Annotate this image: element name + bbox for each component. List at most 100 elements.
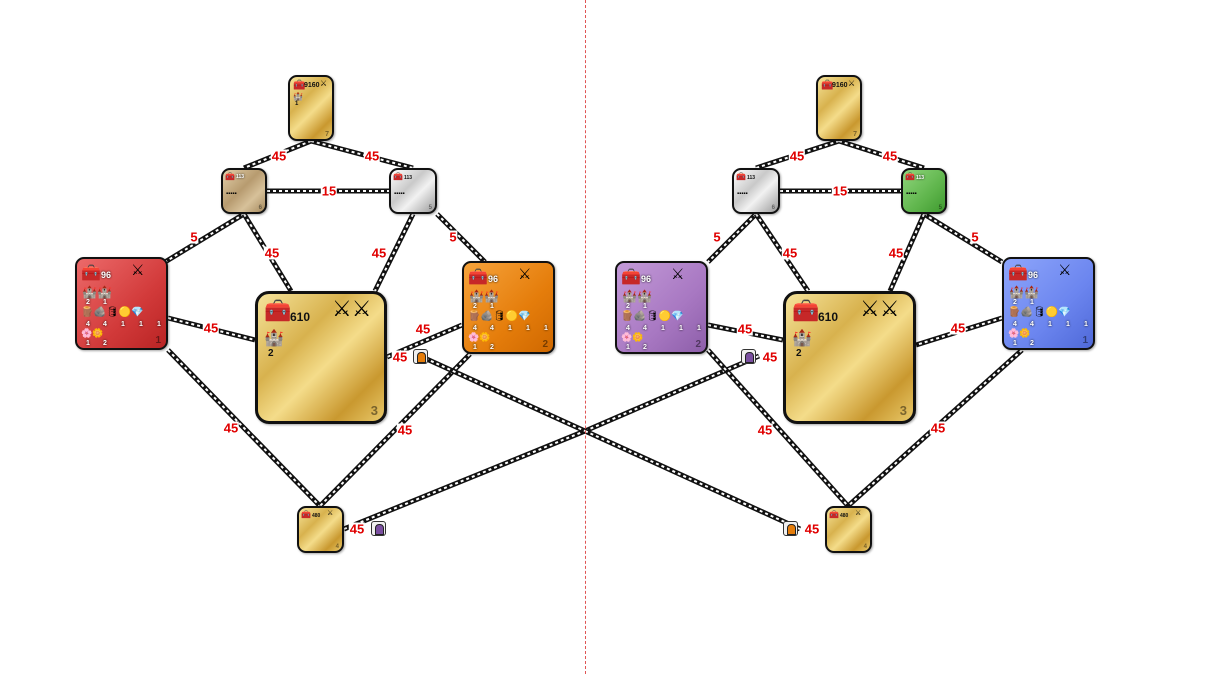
edge-cost-label: 5 (970, 229, 980, 245)
territory-bottom-right[interactable]: 🧰 480 ⚔ 4 (825, 506, 872, 553)
resource-count: 4 (490, 325, 494, 332)
castle-icon: 🏰 (293, 92, 303, 101)
edge-cost-label: 45 (391, 349, 409, 365)
resource-count: 1 (526, 325, 530, 332)
resource-count: 1 (121, 321, 125, 328)
resource-count: 4 (103, 321, 107, 328)
gold-value: 113 (747, 175, 756, 181)
territory-bottom-left[interactable]: 🧰 480 ⚔ 4 (297, 506, 344, 553)
gold-value: 610 (290, 310, 311, 324)
castle-icon: 🏰🏰 (1009, 285, 1039, 299)
territory-top-right[interactable]: 🧰 9160 ⚔ 7 (816, 75, 862, 141)
gold-value: 96 (101, 270, 112, 280)
resource-row-icon: ▪▪▪▪▪ (394, 191, 405, 197)
road (163, 211, 246, 265)
treasure-chest-icon: 🧰 (81, 265, 101, 282)
resource-count: 1 (661, 325, 665, 332)
edge-cost-label: 45 (363, 148, 381, 164)
road (584, 353, 760, 434)
swords-icon: ⚔ (518, 266, 532, 283)
resource-count: 4 (1030, 321, 1034, 328)
territory-number: 4 (335, 544, 339, 550)
treasure-chest-icon: 🧰 (792, 298, 820, 323)
territory-silver-left[interactable]: 🧰 113 ▪▪▪▪▪ 5 (389, 168, 437, 214)
edge-cost-label: 45 (370, 245, 388, 261)
treasure-chest-icon: 🧰 (621, 269, 641, 286)
resource-count: 1 (679, 325, 683, 332)
swords-icon: ⚔ (671, 266, 685, 283)
road-dash (838, 140, 925, 169)
territory-blue-player[interactable]: 🧰 96 ⚔ 🏰🏰 2 1 🪵🪨🛢🟡💎 4 4 1 1 1 🌸🌼 1 2 1 (1002, 257, 1095, 350)
portal-purple-icon[interactable] (371, 521, 386, 536)
portal-orange-icon[interactable] (783, 521, 798, 536)
swords-icon: ⚔⚔ (860, 296, 900, 321)
castle-count: 1 (643, 303, 647, 310)
treasure-chest-icon: 🧰 (301, 510, 311, 519)
treasure-chest-icon: 🧰 (736, 172, 746, 181)
territory-center-left[interactable]: 🧰 610 ⚔⚔ 🏰 2 3 (255, 291, 387, 424)
territory-tan-left[interactable]: 🧰 113 ▪▪▪▪▪ 6 (221, 168, 267, 214)
road-dash (419, 355, 586, 432)
portal-purple-icon[interactable] (741, 349, 756, 364)
edge-cost-label: 5 (712, 229, 722, 245)
resource-count: 1 (1048, 321, 1052, 328)
map-divider (585, 0, 586, 674)
territory-orange-player[interactable]: 🧰 96 ⚔ 🏰🏰 2 1 🪵🪨🛢🟡💎 4 4 1 1 1 🌸🌼 1 2 2 (462, 261, 555, 354)
edge-cost-label: 45 (222, 420, 240, 436)
edge-cost-label: 45 (788, 148, 806, 164)
territory-red-player[interactable]: 🧰 96 ⚔ 🏰🏰 2 1 🪵🪨🛢🟡💎 4 4 1 1 1 🌸🌼 1 2 1 (75, 257, 168, 350)
gold-value: 96 (1028, 270, 1039, 280)
extra-count: 2 (490, 344, 494, 351)
castle-count: 2 (796, 348, 802, 359)
treasure-chest-icon: 🧰 (293, 80, 306, 91)
extra-count: 2 (643, 344, 647, 351)
extra-count: 1 (473, 344, 477, 351)
edge-cost-label: 15 (831, 183, 849, 199)
gold-value: 113 (916, 175, 925, 181)
road (583, 428, 802, 532)
flowers-icon: 🌸🌼 (1008, 328, 1031, 338)
castle-count: 1 (490, 303, 494, 310)
territory-purple-player[interactable]: 🧰 96 ⚔ 🏰🏰 2 1 🪵🪨🛢🟡💎 4 4 1 1 1 🌸🌼 1 2 2 (615, 261, 708, 354)
territory-number: 1 (155, 335, 161, 346)
gold-value: 480 (312, 513, 321, 519)
territory-center-right[interactable]: 🧰 610 ⚔⚔ 🏰 2 3 (783, 291, 916, 424)
territory-number: 7 (325, 131, 329, 138)
edge-cost-label: 45 (761, 349, 779, 365)
swords-icon: ⚔ (320, 79, 328, 88)
swords-icon: ⚔ (855, 510, 862, 517)
extra-count: 2 (1030, 340, 1034, 347)
swords-icon: ⚔ (1058, 262, 1072, 279)
flowers-icon: 🌸🌼 (621, 332, 644, 342)
territory-green-right[interactable]: 🧰 113 ▪▪▪▪▪ 5 (901, 168, 947, 214)
resources-icon: 🪵🪨🛢🟡💎 (468, 311, 531, 322)
road (435, 212, 487, 264)
road-dash (436, 213, 486, 263)
road (310, 138, 414, 171)
treasure-chest-icon: 🧰 (468, 269, 488, 286)
resource-count: 4 (643, 325, 647, 332)
road-dash (707, 213, 757, 263)
edge-cost-label: 45 (756, 422, 774, 438)
road-dash (167, 349, 321, 507)
castle-count: 1 (1030, 299, 1034, 306)
castle-count: 1 (295, 101, 299, 107)
portal-orange-icon[interactable] (413, 349, 428, 364)
edge-cost-label: 45 (929, 420, 947, 436)
castle-count: 2 (473, 303, 477, 310)
castle-count: 2 (86, 299, 90, 306)
extra-count: 1 (86, 340, 90, 347)
treasure-chest-icon: 🧰 (393, 172, 403, 181)
road-dash (374, 213, 414, 292)
swords-icon: ⚔⚔ (332, 296, 372, 321)
treasure-chest-icon: 🧰 (264, 298, 292, 323)
resource-count: 4 (473, 325, 477, 332)
territory-top-left[interactable]: 🧰 9160 ⚔ 🏰 1 7 (288, 75, 334, 141)
gold-value: 96 (641, 274, 652, 284)
castle-icon: 🏰🏰 (469, 289, 499, 303)
territory-silver-right[interactable]: 🧰 113 ▪▪▪▪▪ 6 (732, 168, 780, 214)
edge-cost-label: 5 (189, 229, 199, 245)
edge-cost-label: 45 (202, 320, 220, 336)
edge-cost-label: 45 (414, 321, 432, 337)
